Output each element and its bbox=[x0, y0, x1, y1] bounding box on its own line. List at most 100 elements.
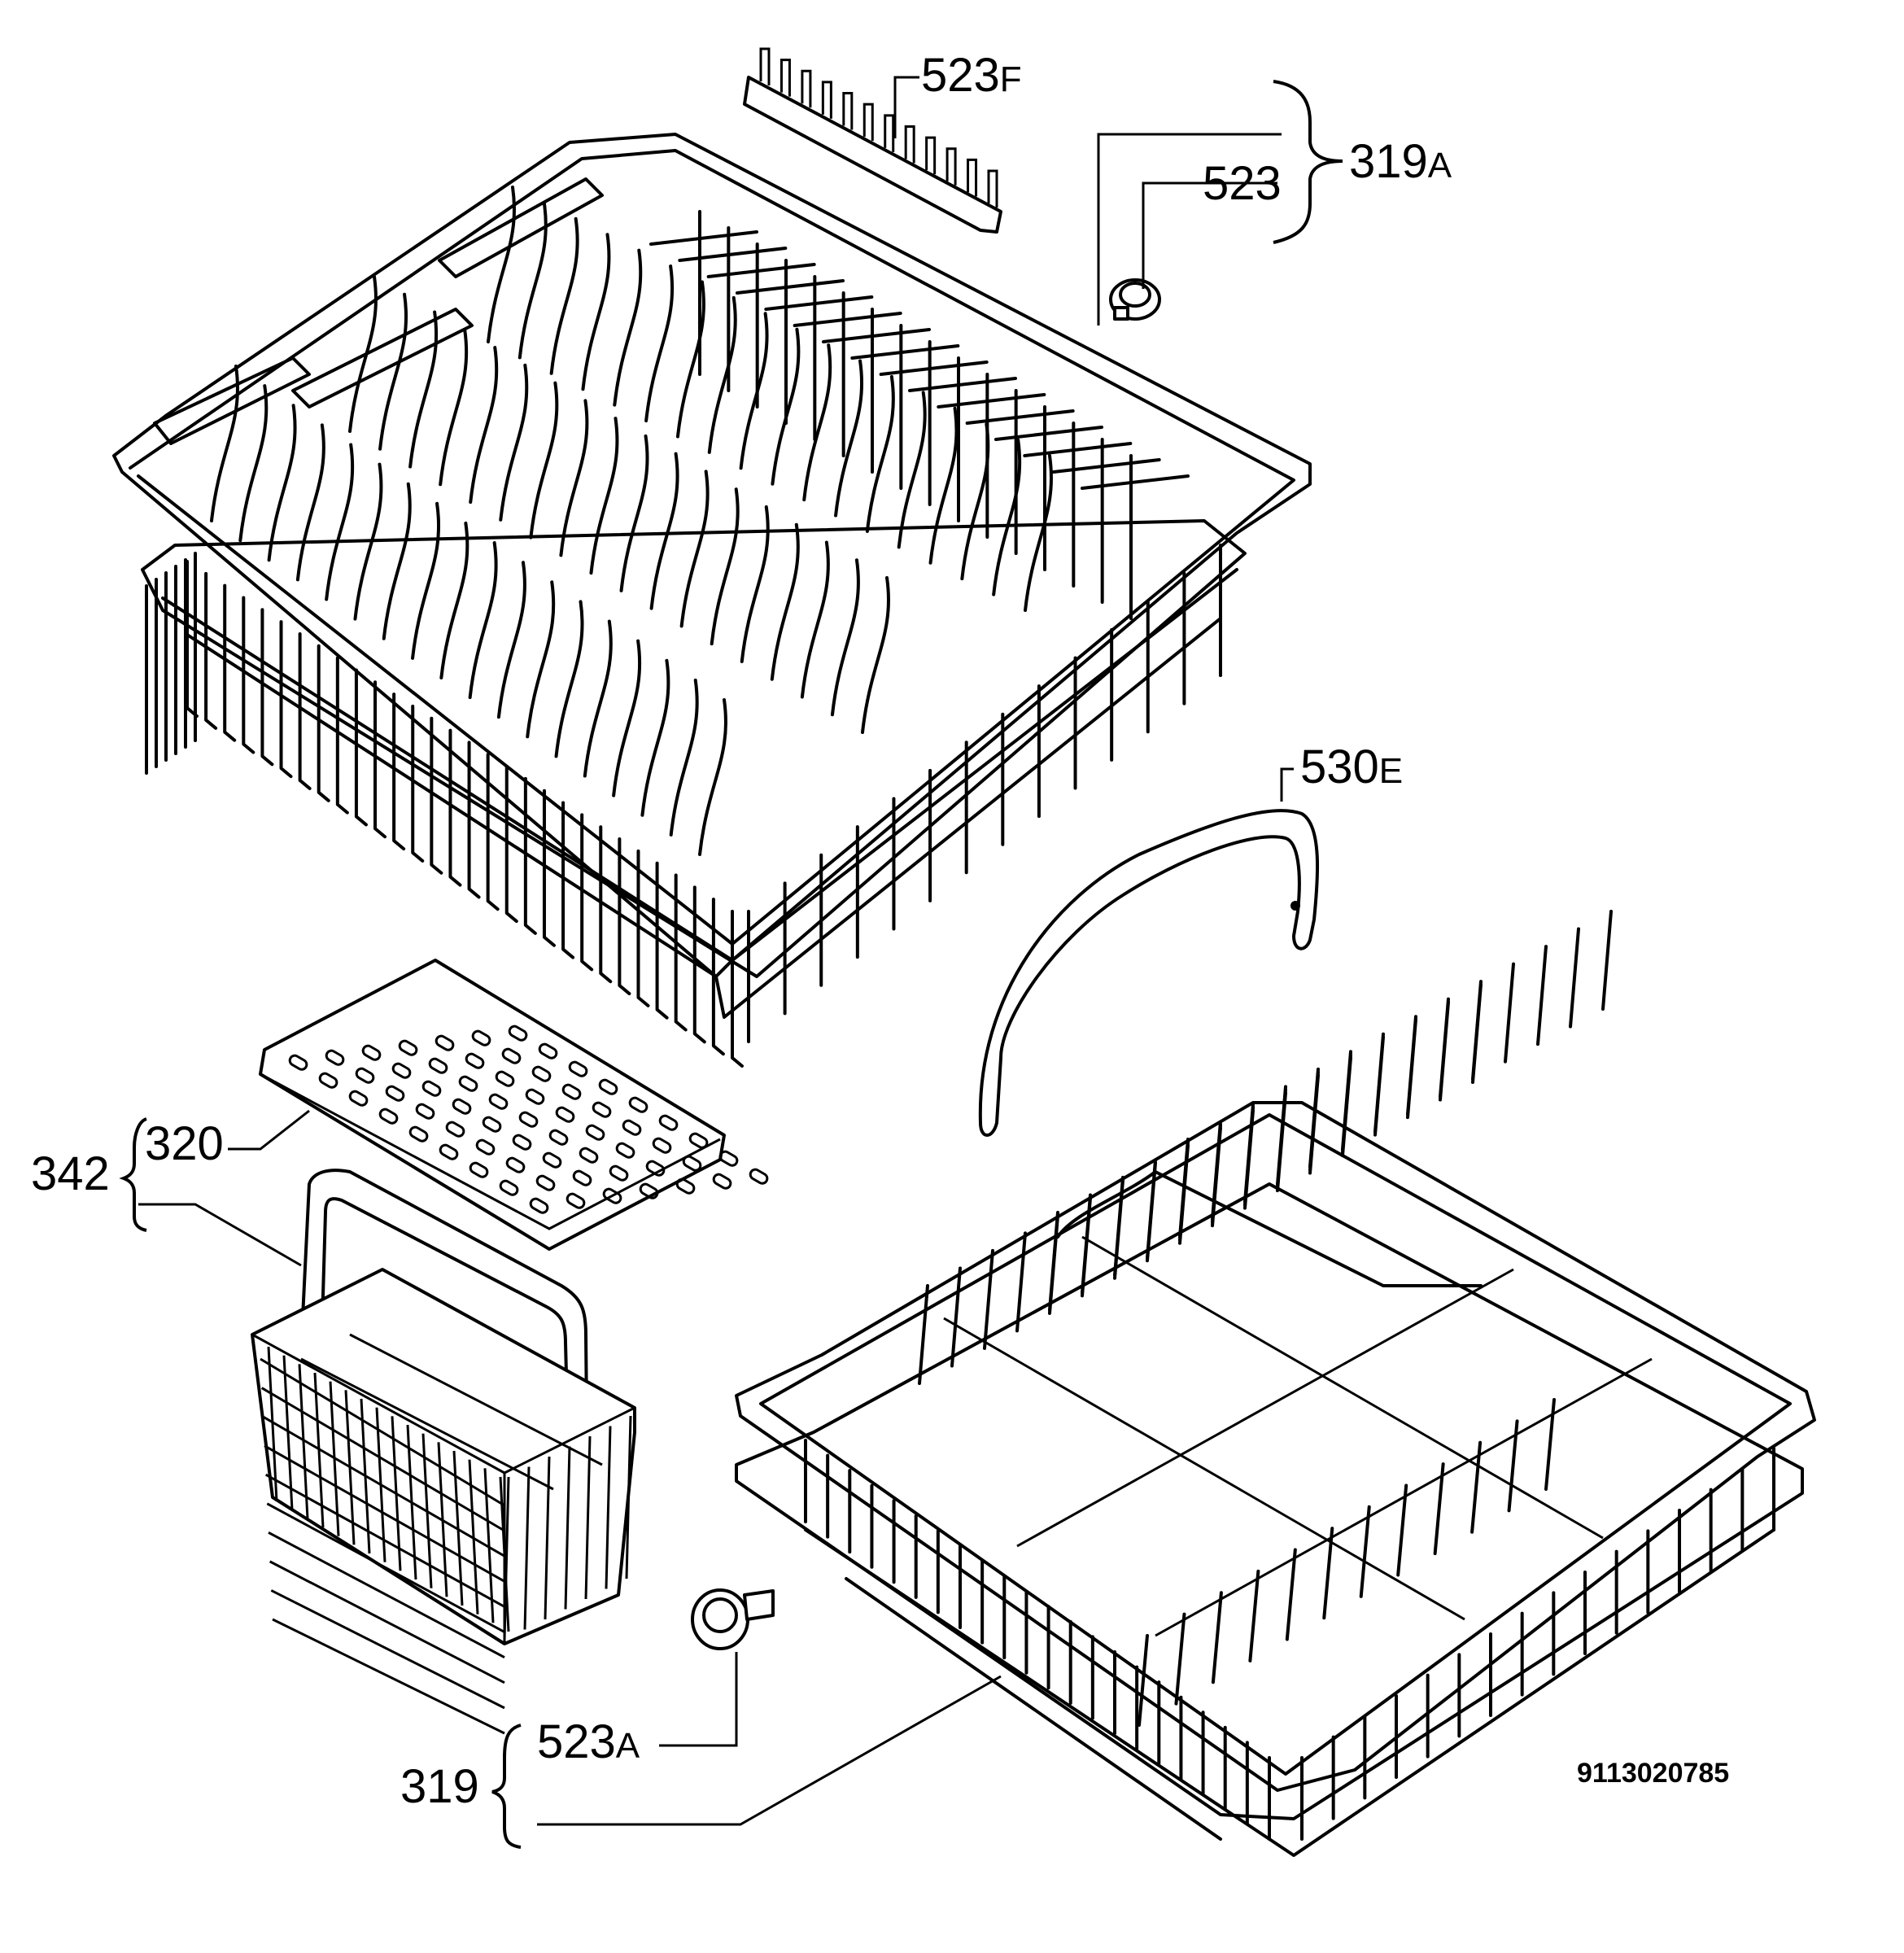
lid-hole bbox=[499, 1179, 519, 1196]
lid-hole bbox=[538, 1042, 558, 1060]
comb-tooth bbox=[987, 169, 998, 208]
basket-grid-side bbox=[625, 1415, 632, 1579]
upper-basket-front-wire bbox=[711, 898, 725, 1056]
upper-basket-front-wire bbox=[335, 656, 349, 815]
upper-basket-tine bbox=[583, 619, 613, 778]
lower-basket bbox=[735, 910, 1816, 1857]
upper-basket-tine bbox=[960, 422, 990, 581]
cup-shelf-tine bbox=[706, 263, 816, 278]
upper-basket-front-wire bbox=[186, 560, 199, 718]
label-523f: 523F bbox=[921, 49, 1022, 102]
lid-hole bbox=[555, 1106, 575, 1123]
cup-shelf-tine bbox=[649, 230, 758, 246]
lid-hole bbox=[652, 1137, 672, 1154]
upper-basket-tine bbox=[238, 384, 269, 543]
upper-basket-tine bbox=[267, 404, 297, 562]
lid-hole bbox=[469, 1161, 489, 1178]
upper-basket-tine bbox=[770, 522, 800, 681]
lid-hole bbox=[531, 1065, 552, 1082]
cup-shelf-tine bbox=[850, 344, 960, 360]
lower-basket-tine bbox=[1373, 1032, 1385, 1134]
cup-shelf-tine bbox=[1051, 458, 1161, 474]
basket-grid-vertical bbox=[282, 1355, 294, 1510]
lid-hole bbox=[602, 1187, 622, 1204]
upper-basket-front-wire bbox=[467, 741, 481, 899]
lower-basket-tine bbox=[1276, 1085, 1287, 1186]
lid-hole bbox=[645, 1160, 666, 1177]
lower-basket-tine bbox=[1471, 980, 1483, 1081]
cup-shelf-tine bbox=[822, 328, 931, 343]
wheel-523 bbox=[1109, 278, 1161, 321]
upper-basket-tine bbox=[439, 521, 469, 679]
comb-tooth bbox=[884, 114, 895, 152]
lid-hole bbox=[675, 1177, 696, 1195]
upper-basket-tine bbox=[382, 482, 412, 640]
lid-hole bbox=[508, 1025, 528, 1042]
upper-basket-tine bbox=[649, 452, 679, 610]
label-320: 320 bbox=[145, 1117, 224, 1170]
basket-grid-horizontal bbox=[264, 1444, 505, 1583]
label-523: 523 bbox=[1203, 157, 1282, 210]
lid-hole bbox=[535, 1174, 556, 1191]
comb-tooth bbox=[967, 158, 978, 197]
lower-basket-tine bbox=[1048, 1211, 1059, 1312]
upper-basket-tine bbox=[619, 434, 649, 592]
upper-basket-tine bbox=[517, 201, 548, 360]
leaders bbox=[119, 76, 1343, 1849]
upper-basket-front-wire bbox=[486, 753, 500, 911]
callout-labels: 523F 319A 523 530E 320 342 523A 319 9113… bbox=[31, 49, 1729, 1813]
upper-basket-tine bbox=[411, 501, 441, 660]
basket-grid-side bbox=[564, 1446, 571, 1610]
upper-basket bbox=[112, 133, 1312, 1068]
lid-hole bbox=[609, 1164, 629, 1182]
upper-basket-tine bbox=[325, 443, 355, 601]
upper-basket-tine bbox=[439, 328, 469, 487]
lid-hole bbox=[568, 1060, 588, 1077]
comb-tooth bbox=[759, 47, 771, 85]
lid-hole bbox=[505, 1156, 526, 1173]
upper-basket-tine bbox=[707, 295, 737, 454]
upper-basket-tine bbox=[698, 698, 728, 856]
lower-basket-front-tine bbox=[1211, 1591, 1223, 1684]
lower-basket-tine bbox=[950, 1266, 962, 1368]
lid-hole bbox=[471, 1029, 491, 1046]
upper-basket-tine bbox=[1024, 454, 1054, 612]
lid-hole bbox=[622, 1119, 642, 1136]
upper-basket-tine bbox=[487, 186, 517, 343]
upper-basket-tine bbox=[378, 292, 408, 451]
lid-hole bbox=[435, 1034, 455, 1051]
upper-basket-front-wire bbox=[223, 583, 237, 742]
lid-hole bbox=[318, 1072, 338, 1089]
lower-basket-tine bbox=[1178, 1138, 1190, 1239]
upper-basket-tine bbox=[348, 275, 378, 433]
lid-hole bbox=[529, 1197, 549, 1214]
lower-basket-tine bbox=[1146, 1158, 1157, 1260]
upper-basket-tine bbox=[739, 312, 769, 470]
upper-basket-front-wire bbox=[504, 765, 518, 924]
upper-basket-front-wire bbox=[692, 885, 706, 1044]
cup-shelf-tine bbox=[879, 360, 989, 376]
cup-shelf-tine bbox=[764, 295, 874, 311]
basket-grid-horizontal bbox=[272, 1618, 505, 1735]
lid-hole bbox=[415, 1103, 435, 1120]
lid-hole bbox=[572, 1169, 592, 1186]
upper-basket-tine bbox=[499, 363, 529, 522]
wheel-523a bbox=[691, 1588, 775, 1650]
lower-basket-tine bbox=[1569, 927, 1580, 1029]
cup-shelf-tine bbox=[736, 279, 845, 295]
label-523a: 523A bbox=[537, 1715, 640, 1768]
comb-tooth bbox=[945, 147, 957, 186]
upper-basket-tine bbox=[581, 233, 611, 391]
lid-hole bbox=[658, 1114, 679, 1131]
basket-grid-side bbox=[605, 1426, 612, 1589]
lid-hole bbox=[615, 1142, 635, 1159]
upper-basket-front-wire bbox=[204, 571, 218, 730]
lid-hole bbox=[361, 1044, 382, 1061]
cup-shelf-tine bbox=[994, 426, 1103, 441]
lid-hole bbox=[628, 1096, 648, 1113]
basket-grid-horizontal bbox=[264, 1473, 505, 1608]
label-319: 319 bbox=[400, 1760, 479, 1813]
upper-basket-tine bbox=[644, 264, 675, 423]
